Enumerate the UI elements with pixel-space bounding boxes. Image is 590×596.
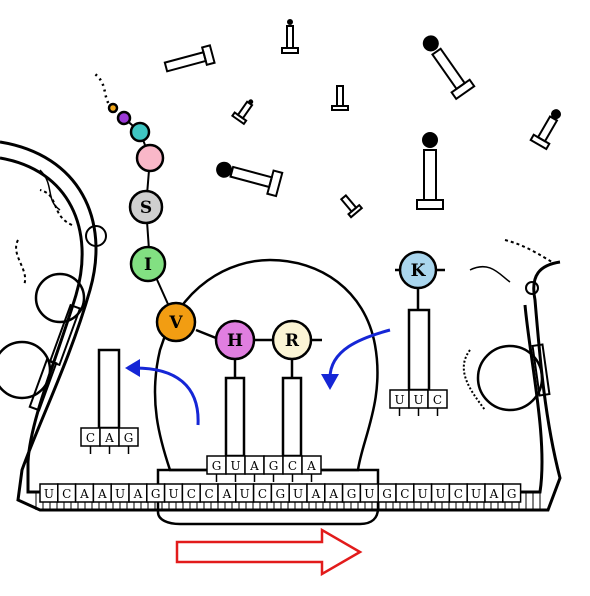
free-trna (281, 19, 299, 54)
mrna-base: A (97, 487, 107, 501)
amino-acid-circle-label: H (227, 331, 243, 351)
mrna-base: U (115, 487, 125, 501)
anticodon-base: C (86, 431, 95, 445)
left-ribosome-cluster (0, 225, 107, 412)
free-trna (331, 85, 349, 111)
mrna-base: A (328, 487, 338, 501)
mrna-base: U (168, 487, 178, 501)
mrna-base: G (382, 487, 392, 501)
ribosome (153, 258, 380, 526)
amino-acid-circle (398, 250, 438, 290)
right-ribosome-cluster (476, 281, 551, 412)
peptide-residue (135, 143, 165, 173)
mrna-base-box (502, 483, 522, 503)
mrna-base: C (187, 487, 196, 501)
free-trna (216, 161, 284, 198)
mrna-base: A (133, 487, 143, 501)
mrna-base: U (364, 487, 374, 501)
nascent-peptide-tails (15, 169, 553, 411)
mrna-base: U (293, 487, 303, 501)
anticodon-base: G (269, 459, 279, 473)
mrna-base: C (400, 487, 409, 501)
peptide-residue (129, 245, 167, 283)
anticodon-base: A (306, 459, 316, 473)
mrna-base: G (507, 487, 517, 501)
peptide-chain: V I S (94, 73, 217, 343)
mrna-base: G (276, 487, 286, 501)
mrna-base: A (79, 487, 89, 501)
peptide-residue (128, 189, 164, 225)
mrna-base: U (471, 487, 481, 501)
mrna-base: G (151, 487, 161, 501)
ribosome-large-subunit (153, 258, 379, 472)
anticodon-base: A (249, 459, 259, 473)
anticodon-base: U (394, 393, 404, 407)
anticodon-base: A (104, 431, 114, 445)
anticodon-base: U (413, 393, 423, 407)
free-trna (230, 99, 254, 126)
peptide-residue (129, 121, 151, 143)
peptide-residue-label: V (168, 313, 183, 333)
ribosome-movement-arrow (175, 527, 363, 577)
free-trna (416, 132, 444, 210)
peptide-residue (116, 110, 132, 126)
mrna-base: C (258, 487, 267, 501)
free-trna (163, 44, 216, 73)
peptide-residue-label: I (144, 255, 152, 275)
anticodon-base: U (230, 459, 240, 473)
free-trnas (163, 19, 561, 219)
mrna-base: G (347, 487, 357, 501)
mrna-base: A (311, 487, 321, 501)
ribosome-small-subunit (156, 468, 380, 526)
trna-motion-arrows (125, 328, 391, 426)
mrna-base: U (418, 487, 428, 501)
mrna-base: C (62, 487, 71, 501)
mrna-base: U (240, 487, 250, 501)
amino-acid-circle-label: K (411, 261, 427, 281)
peptide-residue (155, 301, 197, 343)
incoming-amino-acid: K (398, 250, 438, 290)
mrna-base: C (454, 487, 463, 501)
anticodon-base: C (288, 459, 297, 473)
free-trna (529, 109, 561, 151)
amino-acid-circle (271, 319, 313, 361)
mrna-base: C (205, 487, 214, 501)
anticodon-base: G (124, 431, 134, 445)
peptide-residue (107, 102, 119, 114)
anticodon-base: C (433, 393, 442, 407)
mrna-base: U (435, 487, 445, 501)
anticodon-base: G (212, 459, 222, 473)
mrna-base: A (489, 487, 499, 501)
mrna-base: A (222, 487, 232, 501)
free-trna (422, 35, 476, 101)
free-trna (339, 194, 364, 219)
mrna-base: U (44, 487, 54, 501)
amino-acid-circle (214, 319, 256, 361)
amino-acid-circle-label: R (285, 331, 300, 351)
peptide-residue-label: S (140, 198, 152, 218)
